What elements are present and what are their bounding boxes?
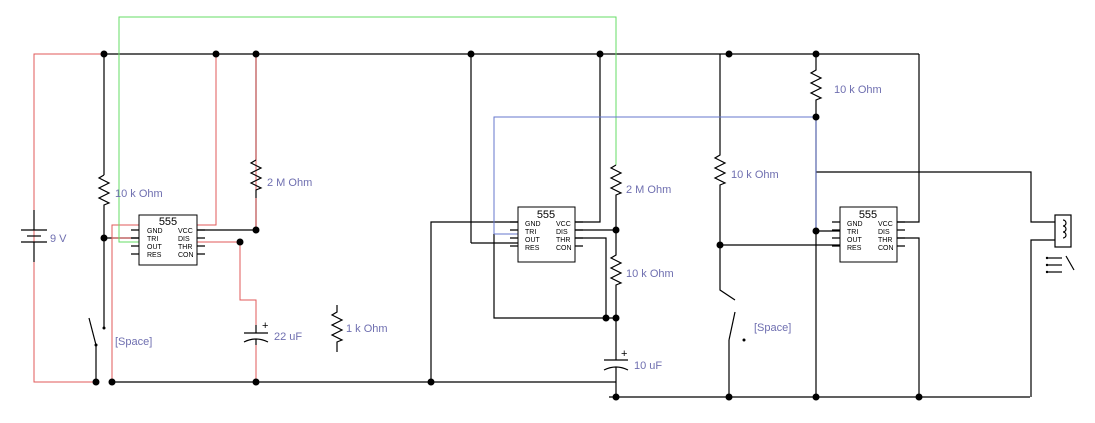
pin-label: CON	[878, 245, 894, 252]
timer-u2: 555 GND TRI OUT RES VCC DIS THR CON	[517, 206, 576, 263]
resistor-r2-label: 2 M Ohm	[267, 177, 312, 189]
pin-label: DIS	[556, 229, 568, 236]
pin-label: GND	[847, 221, 863, 228]
timer-u1-title: 555	[159, 216, 177, 228]
wires-blue	[493, 116, 817, 235]
capacitor-c2: + 10 uF	[603, 345, 662, 377]
wires-green	[118, 16, 617, 243]
battery-label: 9 V	[50, 233, 67, 245]
resistor-r2: 2 M Ohm	[249, 159, 312, 198]
pin-label: OUT	[847, 237, 863, 244]
pin-label: RES	[525, 245, 540, 252]
capacitor-c2-label: 10 uF	[634, 360, 662, 372]
pin-label: THR	[178, 244, 192, 251]
pin-label: VCC	[556, 221, 571, 228]
resistor-r6-label: 10 k Ohm	[731, 169, 779, 181]
timer-u2-title: 555	[537, 209, 555, 221]
pin-label: CON	[556, 245, 572, 252]
pin-label: TRI	[847, 229, 858, 236]
switch-s1: [Space]	[88, 317, 152, 348]
pin-label: CON	[178, 252, 194, 259]
resistor-r7: 10 k Ohm	[809, 58, 882, 117]
pin-label: THR	[556, 237, 570, 244]
switch-s1-label: [Space]	[115, 336, 152, 348]
resistor-r5-label: 10 k Ohm	[626, 268, 674, 280]
pin-label: RES	[147, 252, 162, 259]
junctions	[92, 50, 923, 401]
pin-label: GND	[147, 228, 163, 235]
resistor-r1: 10 k Ohm	[97, 174, 163, 210]
resistor-r6: 10 k Ohm	[713, 150, 779, 190]
resistor-r4: 2 M Ohm	[609, 164, 671, 205]
battery: 9 V	[21, 210, 67, 262]
resistor-r3: 1 k Ohm	[330, 305, 388, 352]
capacitor-c1-label: 22 uF	[274, 331, 302, 343]
timer-u3-title: 555	[859, 209, 877, 221]
resistor-r4-label: 2 M Ohm	[626, 184, 671, 196]
capacitor-c1: + 22 uF	[243, 320, 302, 345]
pin-label: GND	[525, 221, 541, 228]
relay	[1045, 214, 1075, 274]
switch-s2: [Space]	[728, 311, 791, 342]
pin-label: OUT	[147, 244, 163, 251]
pin-label: OUT	[525, 237, 541, 244]
pin-label: RES	[847, 245, 862, 252]
pin-label: VCC	[178, 228, 193, 235]
pin-label: TRI	[147, 236, 158, 243]
resistor-r7-label: 10 k Ohm	[834, 84, 882, 96]
resistor-r3-label: 1 k Ohm	[346, 323, 388, 335]
pin-label: TRI	[525, 229, 536, 236]
pin-stubs	[131, 221, 905, 255]
capacitor-c1-polarity: +	[262, 320, 268, 332]
pin-label: THR	[878, 237, 892, 244]
timer-u1: 555 GND TRI OUT RES VCC DIS THR CON	[138, 214, 198, 266]
resistor-r5: 10 k Ohm	[609, 248, 674, 292]
pin-label: DIS	[878, 229, 890, 236]
capacitor-c2-polarity: +	[621, 348, 627, 360]
pin-label: DIS	[178, 236, 190, 243]
timer-u3: 555 GND TRI OUT RES VCC DIS THR CON	[839, 206, 898, 263]
switch-s2-label: [Space]	[754, 322, 791, 334]
pin-label: VCC	[878, 221, 893, 228]
resistor-r1-label: 10 k Ohm	[115, 188, 163, 200]
